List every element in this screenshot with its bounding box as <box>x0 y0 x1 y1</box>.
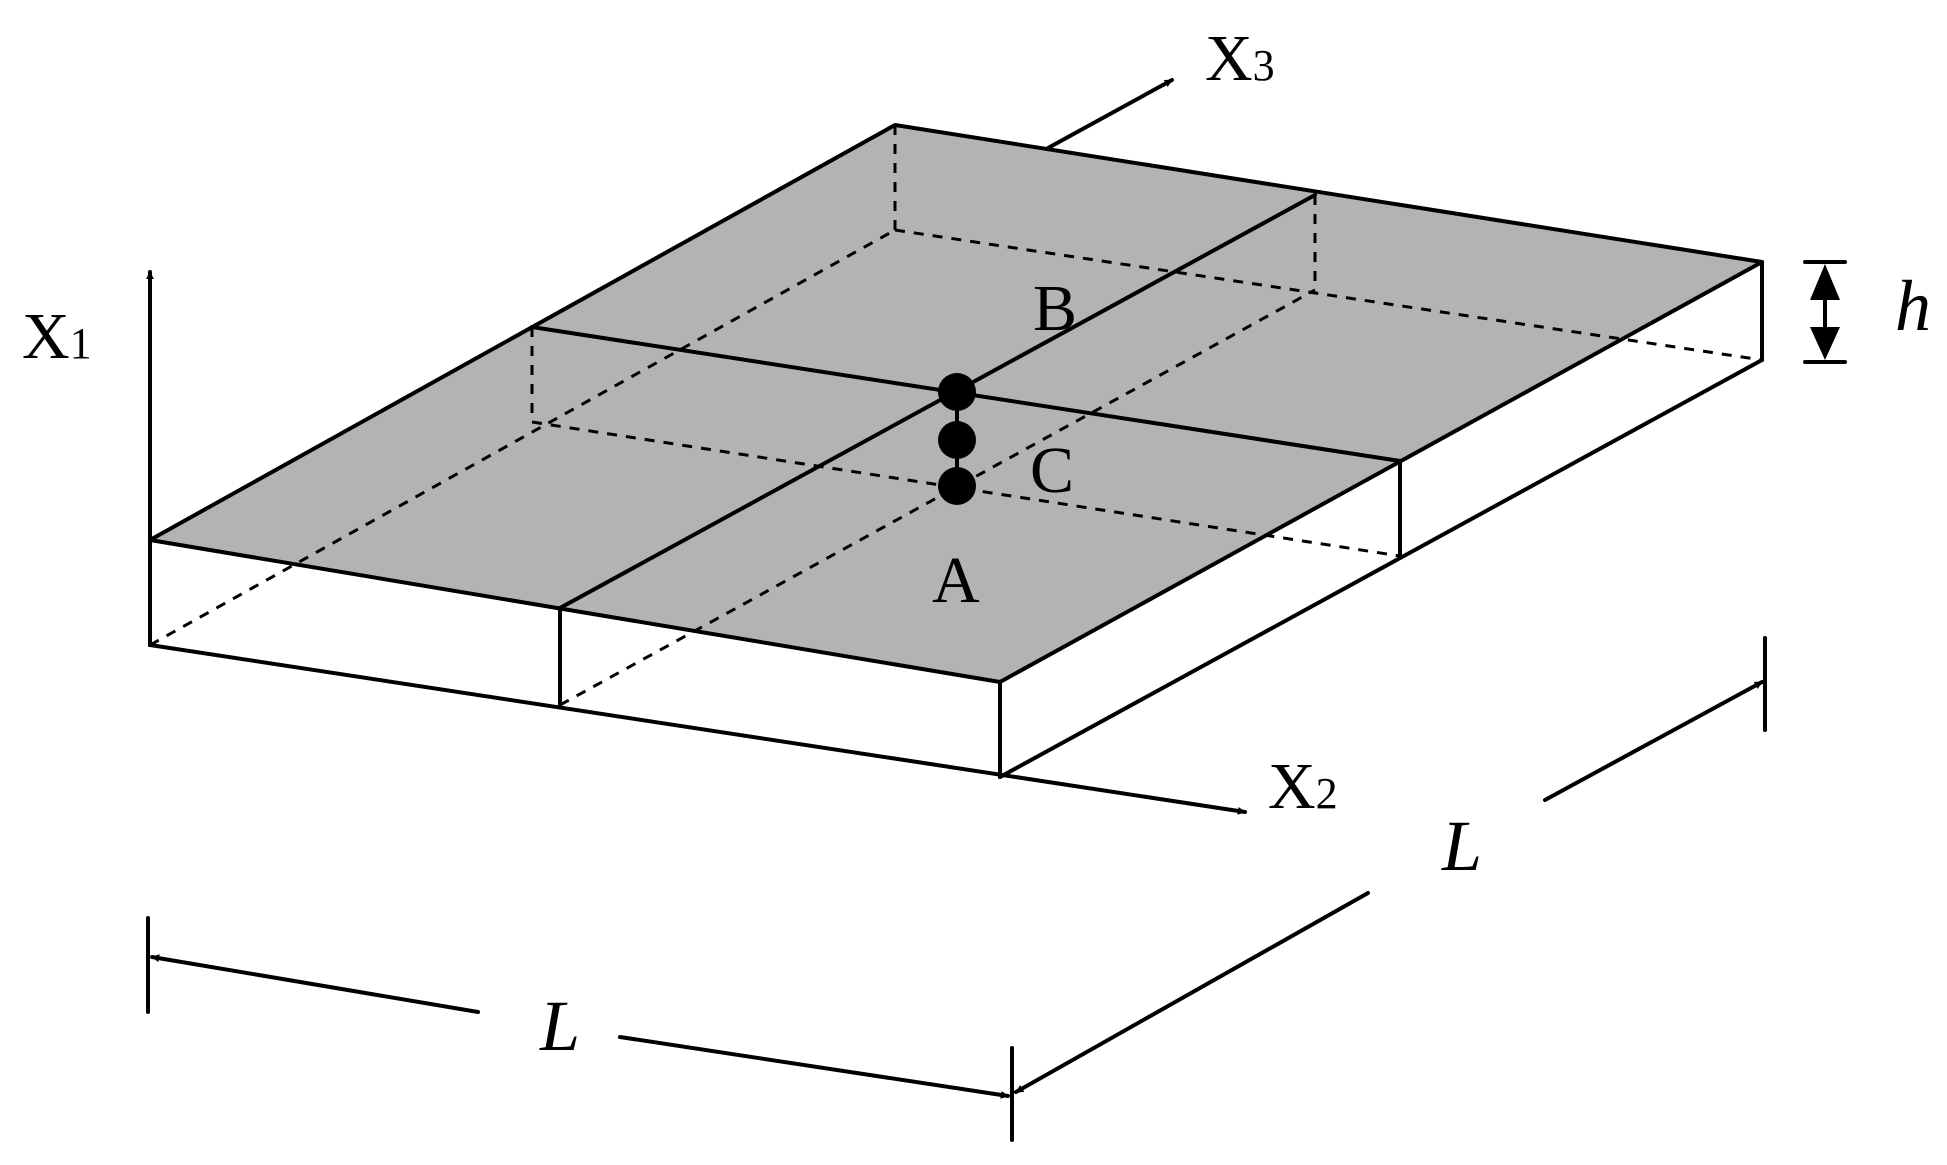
point-b-marker <box>938 373 976 411</box>
point-a-marker <box>938 467 976 505</box>
x1-axis-label: X1 <box>22 300 92 373</box>
x3-axis-label: X3 <box>1205 22 1275 95</box>
x2-axis-label: X2 <box>1268 750 1338 823</box>
point-c-label: C <box>1030 434 1074 507</box>
side-length-label: L <box>1441 806 1482 886</box>
point-c-marker <box>938 421 976 459</box>
front-length-dimension <box>146 916 1014 1142</box>
x3-axis <box>1046 78 1174 150</box>
front-length-label: L <box>539 986 580 1066</box>
point-a-label: A <box>932 544 980 617</box>
thickness-dimension <box>1803 260 1847 364</box>
x2-axis <box>148 643 1247 815</box>
point-b-label: B <box>1033 272 1077 345</box>
thickness-label: h <box>1895 266 1931 346</box>
side-length-dimension <box>1014 636 1767 1094</box>
